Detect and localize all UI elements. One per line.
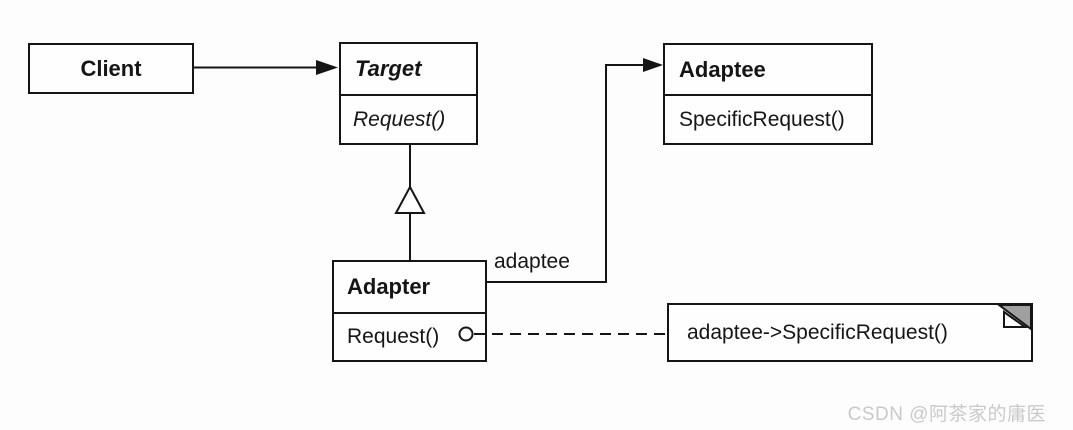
note-link-dashed bbox=[458, 326, 667, 342]
note-text: adaptee->SpecificRequest() bbox=[687, 320, 948, 344]
class-name-target: Target bbox=[355, 56, 422, 81]
method-adapter-request: Request() bbox=[334, 312, 485, 360]
class-name-client: Client bbox=[80, 55, 142, 81]
class-box-client: Client bbox=[28, 43, 194, 94]
method-target-request: Request() bbox=[341, 94, 476, 143]
filled-arrowhead-icon bbox=[643, 58, 663, 72]
method-adaptee-specificrequest: SpecificRequest() bbox=[665, 94, 871, 143]
class-name-adaptee: Adaptee bbox=[679, 56, 766, 82]
hollow-triangle-icon bbox=[394, 184, 426, 214]
filled-arrowhead-icon bbox=[316, 60, 338, 75]
class-name-adapter: Adapter bbox=[347, 274, 431, 299]
association-adapter-adaptee bbox=[487, 58, 663, 283]
generalization-adapter-target bbox=[394, 145, 426, 260]
watermark-text: CSDN @阿茶家的庸医 bbox=[847, 404, 1046, 425]
association-client-target bbox=[194, 60, 338, 75]
class-box-adaptee: Adaptee SpecificRequest() bbox=[663, 43, 873, 145]
note-box: adaptee->SpecificRequest() bbox=[667, 303, 1033, 362]
association-role-label: adaptee bbox=[494, 250, 570, 273]
class-box-target: Target Request() bbox=[339, 42, 478, 145]
class-box-adapter: Adapter Request() bbox=[332, 260, 487, 362]
